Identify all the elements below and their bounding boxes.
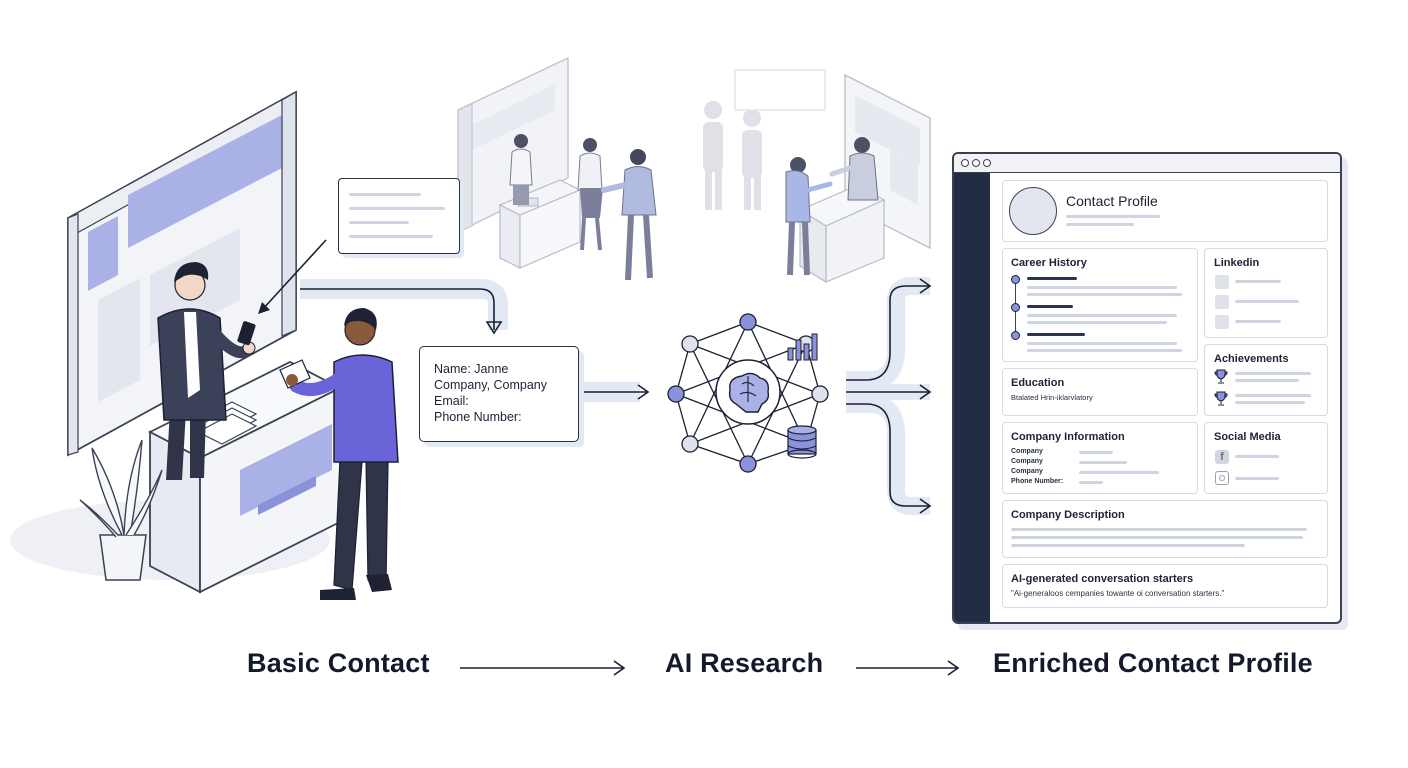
conversation-starters-panel: AI-generated conversation starters "Ai-g… [1002,564,1328,608]
stage-enriched-profile: Enriched Contact Profile [993,648,1313,678]
social-media-title: Social Media [1214,431,1281,443]
potted-plant [79,439,163,581]
brochure-stack [196,401,258,445]
bar-chart-icon [787,333,818,361]
education-title: Education [1011,377,1065,389]
background-booth-2 [703,69,931,284]
achievements-panel: Achievements [1204,344,1328,416]
flow-connectors [258,239,932,515]
education-value: Btalated Hrin-iklarvlatory [1011,393,1093,402]
linkedin-title: Linkedin [1214,257,1260,269]
profile-window: Contact Profile Career History Linkedin [952,152,1342,624]
company-info-panel: Company Information Company Company Comp… [1002,422,1198,494]
career-history-panel: Career History [1002,248,1198,362]
stage-basic-contact: Basic Contact [247,648,430,678]
note-card [338,178,460,254]
company-info-row: Company [1011,458,1043,465]
career-history-title: Career History [1011,257,1087,269]
instagram-icon [1215,471,1229,485]
ai-research-network [667,313,829,473]
stage-ai-research: AI Research [665,648,824,678]
avatar [1009,187,1057,235]
visitor-person [279,308,399,600]
facebook-icon: f [1215,450,1229,464]
main-booth [10,90,399,600]
linkedin-item-icon [1215,295,1229,309]
profile-title: Contact Profile [1066,193,1158,209]
background-booth-1 [457,56,657,281]
window-minimize-dot[interactable] [972,159,980,167]
linkedin-panel: Linkedin [1204,248,1328,338]
company-description-panel: Company Description [1002,500,1328,558]
linkedin-icon [1215,275,1229,289]
education-panel: Education Btalated Hrin-iklarvlatory [1002,368,1198,416]
contact-company: Company, Company [434,378,548,392]
window-title-bar [954,154,1340,173]
brain-icon [728,372,770,413]
company-info-row: Phone Number: [1011,478,1064,485]
conversation-starters-title: AI-generated conversation starters [1011,573,1194,585]
contact-phone: Phone Number: [434,410,522,424]
caption-arrows [460,660,960,676]
conversation-starters-quote: "Ai-generaloos cempanies towante oi conv… [1011,589,1225,598]
contact-name: Name: Janne [434,362,509,376]
company-info-row: Company [1011,448,1043,455]
contact-email: Email: [434,394,469,408]
exhibitor-person [157,262,256,480]
achievements-title: Achievements [1214,353,1289,365]
profile-header-panel: Contact Profile [1002,180,1328,242]
window-maximize-dot[interactable] [983,159,991,167]
window-close-dot[interactable] [961,159,969,167]
company-info-row: Company [1011,468,1043,475]
database-icon [787,425,817,459]
trophy-icon [1214,369,1228,384]
trophy-icon [1214,391,1228,406]
social-media-panel: Social Media f [1204,422,1328,494]
window-sidebar [954,173,990,622]
linkedin-item-icon [1215,315,1229,329]
company-info-title: Company Information [1011,431,1125,443]
company-description-title: Company Description [1011,509,1125,521]
basic-contact-card: Name: Janne Company, Company Email: Phon… [419,346,579,442]
